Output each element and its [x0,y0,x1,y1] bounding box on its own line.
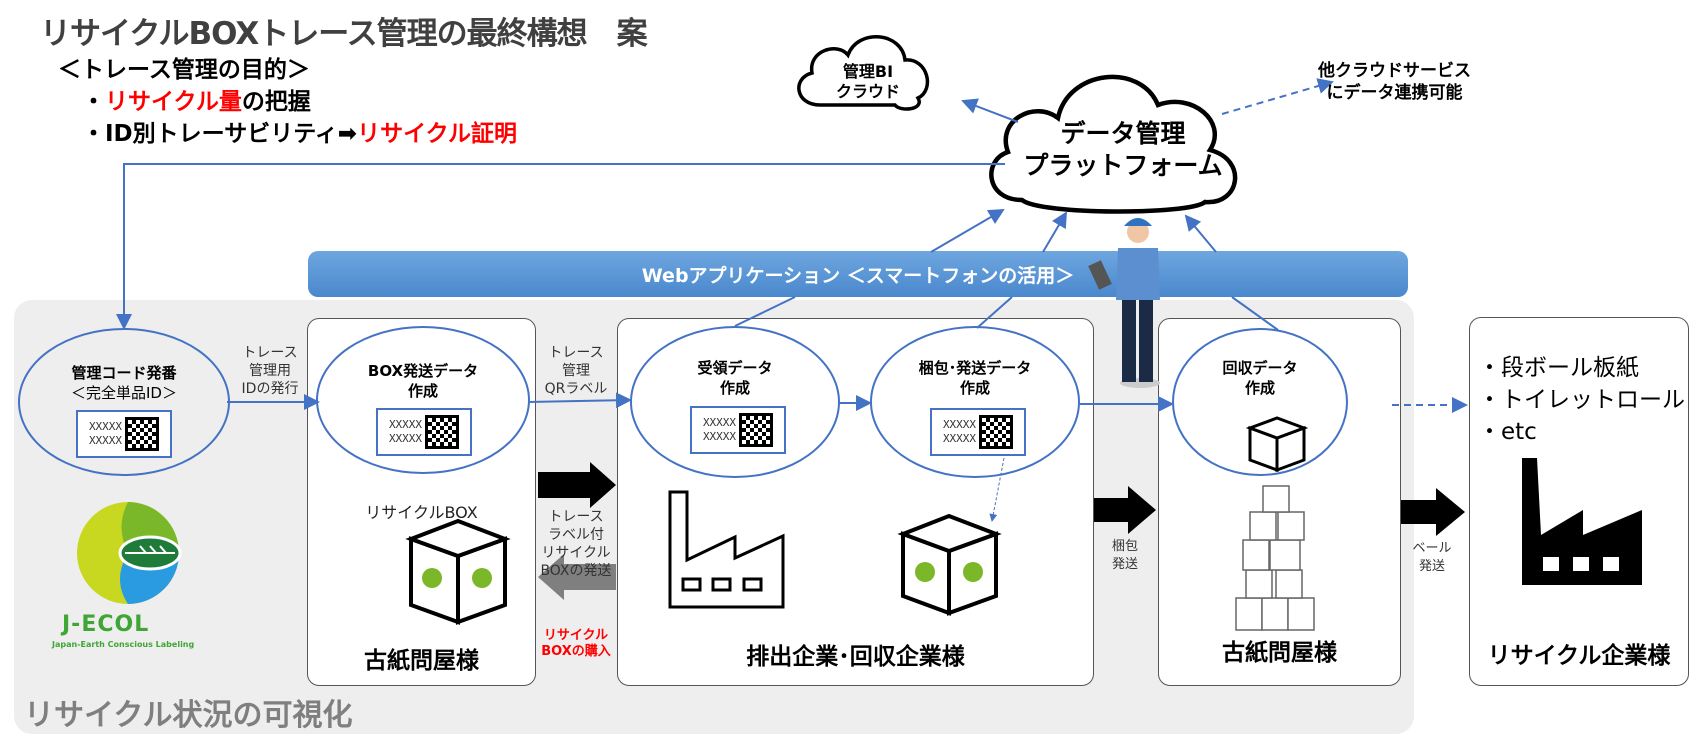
node-label: 受領データ 作成 [697,359,773,397]
logo-name: J-ECOL [62,612,150,637]
bullet: ・ [82,89,105,115]
block-arrow-pack-ship [1094,486,1156,534]
bi-cloud-line: 管理BI [842,62,894,81]
node-subtitle: ＜完全単品ID＞ [71,384,177,402]
arrow-qr-label [527,392,632,409]
node-title: 管理コード発番 [71,364,177,382]
product-item: ・段ボール板紙 [1478,355,1639,381]
j-ecol-logo-icon [77,502,182,604]
connector [1231,296,1279,331]
arrow-to-bi [961,98,1019,123]
connector [976,296,1013,329]
other-cloud-line: にデータ連携可能 [1326,83,1463,103]
node-label: 管理コード発番 ＜完全単品ID＞ [20,363,228,403]
card-title: 古紙問屋様 [1222,640,1337,666]
purpose-item-2: ・ID別トレーサビリティ➡リサイクル証明 [82,114,517,148]
visualization-label: リサイクル状況の可視化 [24,698,353,733]
qr-code-icon [979,415,1014,449]
purpose-rest: の把握 [241,89,311,115]
stacked-bales-icon [1235,485,1315,631]
platform-line: プラットフォーム [1023,151,1223,180]
card-title: 古紙問屋様 [364,648,479,674]
other-cloud-line: 他クラウドサービス [1318,61,1471,81]
node-collect-data: 回収データ 作成 [1172,328,1348,476]
platform-cloud-icon [989,74,1238,214]
arrow-to-other-cloud [1221,78,1334,115]
platform-cloud-label: データ管理 プラットフォーム [1018,118,1228,182]
qr-code-icon [739,413,774,447]
bi-cloud-line: クラウド [835,82,900,101]
packed-box-icon [897,513,1002,616]
purpose-highlight: リサイクル量 [105,89,242,115]
purpose-prefix: ID別トレーサビリティ➡ [105,121,358,147]
card-title: リサイクル企業様 [1487,643,1671,669]
purpose-item-1: ・リサイクル量の把握 [82,82,311,116]
purpose-heading: ＜トレース管理の目的＞ [58,57,310,83]
block-arrow-ship [538,462,616,508]
node-label: BOX発送データ 作成 [367,362,479,400]
flow-label-pack-ship: 梱包発送 [1111,539,1138,572]
node-label: 回収データ 作成 [1222,359,1298,397]
block-arrow-buy [538,554,616,600]
logo-tagline: Japan-Earth Conscious Labeling [52,640,195,649]
node-label: 梱包･発送データ 作成 [918,359,1032,397]
product-item: ・トイレットロール [1478,387,1685,413]
product-list: ・段ボール板紙 ・トイレットロール ・etc [1478,352,1685,448]
card-recycler: リサイクル企業様 [1469,317,1689,686]
platform-to-code-issue [116,163,1005,330]
recycle-box-icon [405,518,511,625]
webapp-to-platform-1 [930,208,1005,253]
web-application-label: Webアプリケーション ＜スマートフォンの活用＞ [641,264,1075,287]
product-item: ・etc [1478,419,1537,445]
card-title: 排出企業･回収企業様 [746,644,965,670]
flow-label-bale-ship: ベール発送 [1412,541,1452,574]
recycle-box-caption: リサイクルBOX [365,503,478,522]
webapp-to-platform-2 [1042,211,1068,253]
bullet: ・ [82,121,105,147]
worker-figure-icon [1088,218,1160,388]
qr-code-icon [125,417,160,451]
bi-cloud-label: 管理BI クラウド [818,62,918,102]
factory-outline-icon [668,490,785,609]
web-application-bar: Webアプリケーション ＜スマートフォンの活用＞ [308,251,1408,297]
bi-cloud-icon [797,34,930,111]
block-arrow-bale-ship [1401,488,1465,536]
other-cloud-label: 他クラウドサービス にデータ連携可能 [1318,60,1471,104]
factory-solid-icon [1522,458,1642,585]
page-title: リサイクルBOXトレース管理の最終構想 案 [40,16,648,52]
webapp-to-platform-3 [1184,214,1217,253]
platform-line: データ管理 [1060,119,1186,148]
purpose-highlight: リサイクル証明 [357,121,517,147]
connector [734,296,796,327]
qr-code-icon [425,415,460,449]
